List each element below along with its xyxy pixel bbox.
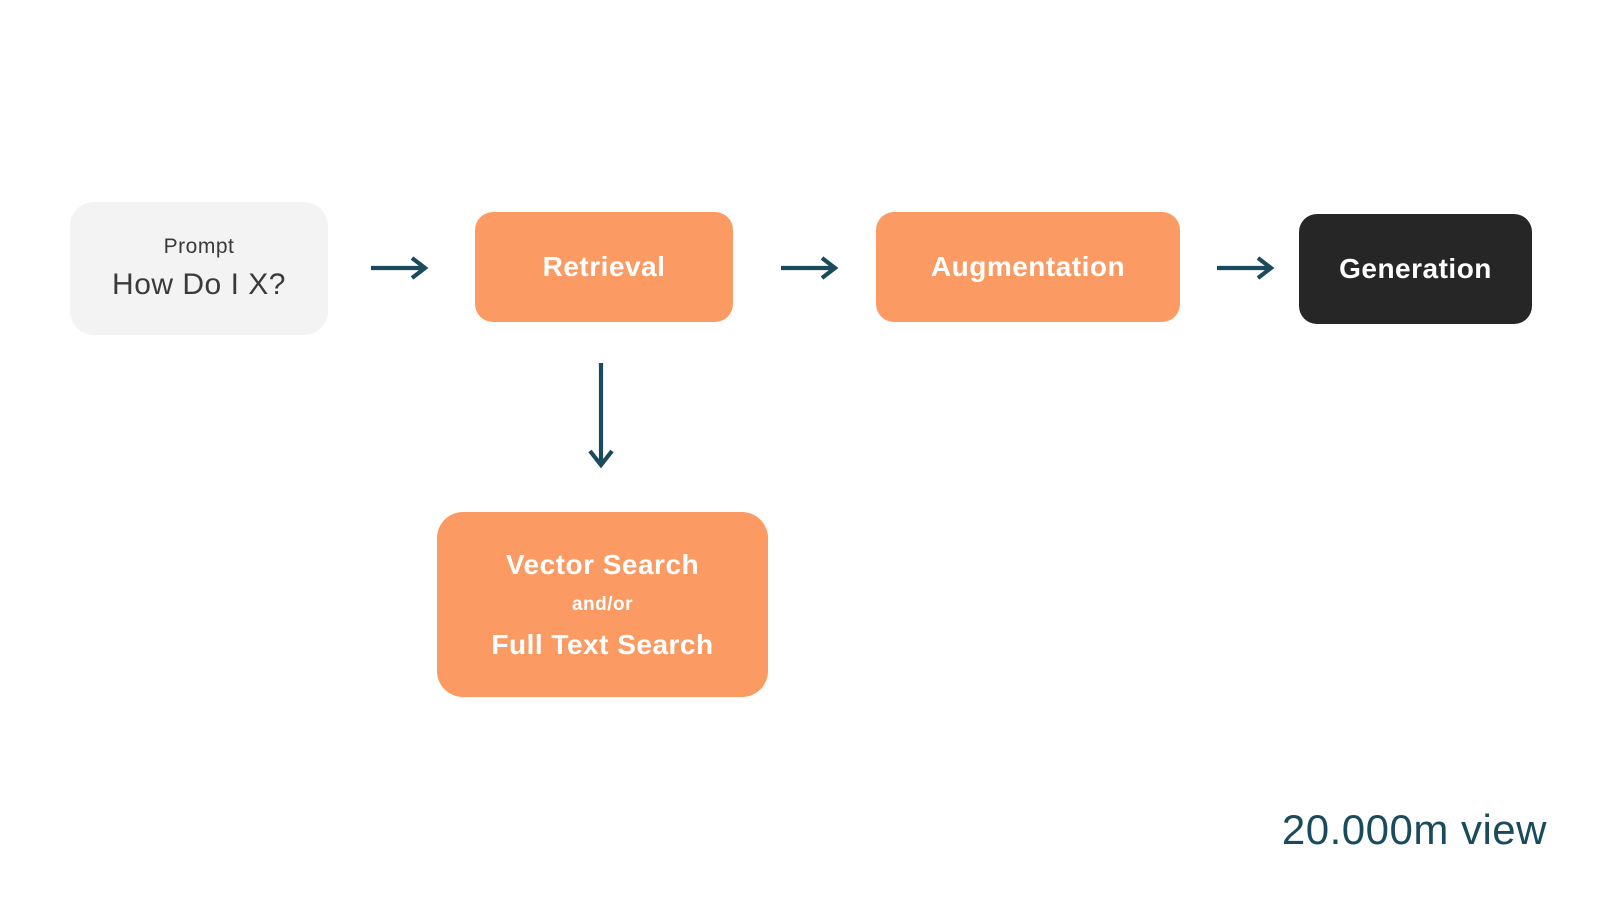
view-level-caption: 20.000m view bbox=[1281, 806, 1547, 853]
prompt-box-question: How Do I X? bbox=[112, 268, 286, 301]
arrow-right-icon bbox=[781, 256, 839, 280]
stage-retrieval-box: Retrieval bbox=[475, 212, 733, 322]
stage-generation-box: Generation bbox=[1299, 214, 1532, 324]
stage-augmentation-box: Augmentation bbox=[876, 212, 1180, 322]
arrow-right-icon bbox=[371, 256, 429, 280]
search-method-vector: Vector Search bbox=[505, 548, 700, 580]
search-methods-box: Vector Search and/or Full Text Search bbox=[437, 512, 768, 697]
arrow-down-icon bbox=[588, 363, 614, 469]
prompt-box-label: Prompt bbox=[163, 235, 235, 258]
search-method-connector: and/or bbox=[571, 593, 634, 615]
prompt-box: Prompt How Do I X? bbox=[70, 202, 328, 335]
search-method-fulltext: Full Text Search bbox=[491, 628, 714, 660]
arrow-right-icon bbox=[1217, 256, 1275, 280]
